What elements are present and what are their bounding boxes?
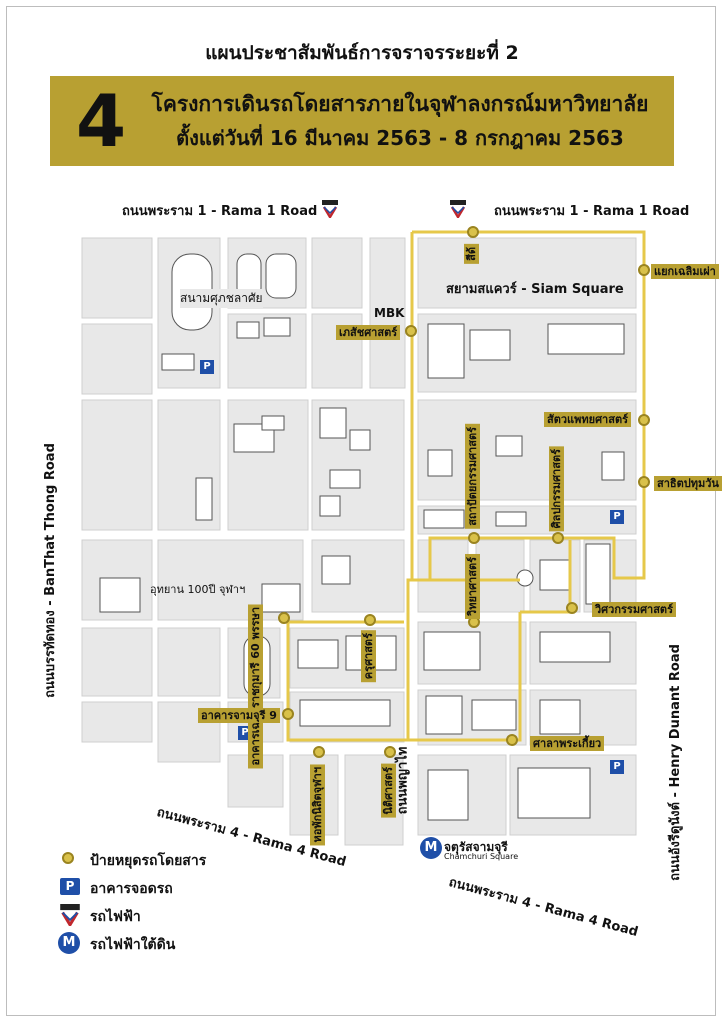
stop-label-pharmacy: เภสัชศาสตร์ bbox=[336, 325, 401, 340]
bus-stop-icon[interactable] bbox=[278, 612, 290, 624]
route-banner: 4 โครงการเดินรถโดยสารภายในจุฬาลงกรณ์มหาว… bbox=[50, 76, 674, 166]
chamchuri-square-label: จตุรัสจามจุรี bbox=[444, 840, 508, 854]
route-title: โครงการเดินรถโดยสารภายในจุฬาลงกรณ์มหาวิท… bbox=[151, 92, 649, 116]
page-title: แผนประชาสัมพันธ์การจราจรระยะที่ 2 bbox=[205, 42, 519, 64]
stop-label-law: นิติศาสตร์ bbox=[381, 764, 396, 818]
stop-label-education: ครุศาสตร์ bbox=[361, 630, 376, 683]
route-dates: ตั้งแต่วันที่ 16 มีนาคม 2563 - 8 กรกฎาคม… bbox=[176, 126, 624, 150]
stop-label-chalermphao: แยกเฉลิมเผ่า bbox=[651, 264, 719, 279]
stop-label-engineering: วิศวกรรมศาสตร์ bbox=[592, 602, 676, 617]
stop-label-vet: สัตวแพทยศาสตร์ bbox=[544, 412, 631, 427]
road-rama1-left: ถนนพระราม 1 - Rama 1 Road bbox=[122, 204, 318, 219]
bus-stop-icon[interactable] bbox=[638, 414, 650, 426]
legend-bts-icon bbox=[60, 904, 80, 926]
stop-label-public-health: สาธิตปทุมวัน bbox=[654, 476, 722, 491]
road-banthat: ถนนบรรทัดทอง - BanThat Thong Road bbox=[42, 443, 58, 698]
park-label: อุทยาน 100ปี จุฬาฯ bbox=[150, 583, 246, 596]
bus-stop-icon[interactable] bbox=[467, 226, 479, 238]
stop-label-architecture: สถาปัตยกรรมศาสตร์ bbox=[465, 424, 480, 529]
stop-label-chaloem: อาคารเฉลิมราชกุมารี 60 พรรษา bbox=[248, 604, 263, 769]
parking-icon: P bbox=[610, 510, 624, 524]
bus-stop-icon[interactable] bbox=[405, 325, 417, 337]
stop-label-chamchuri9: อาคารจามจุรี 9 bbox=[198, 708, 280, 723]
legend-mrt-icon: M bbox=[58, 932, 80, 954]
bts-icon bbox=[322, 200, 338, 218]
siam-square-label: สยามสแควร์ - Siam Square bbox=[446, 282, 624, 297]
mbk-label: MBK bbox=[374, 306, 405, 320]
road-rama1-right: ถนนพระราม 1 - Rama 1 Road bbox=[494, 204, 690, 219]
bus-stop-icon[interactable] bbox=[552, 532, 564, 544]
bus-stop-icon[interactable] bbox=[384, 746, 396, 758]
bus-stop-icon[interactable] bbox=[313, 746, 325, 758]
road-henry: ถนนอังรีดูนังต์ - Henry Dunant Road bbox=[667, 644, 683, 881]
stadium-label: สนามศุภชลาศัย bbox=[180, 289, 263, 308]
bus-stop-icon[interactable] bbox=[468, 532, 480, 544]
legend-parking-icon: P bbox=[60, 878, 80, 895]
legend-parking-label: อาคารจอดรถ bbox=[90, 881, 173, 897]
legend-bts-label: รถไฟฟ้า bbox=[90, 909, 141, 925]
city-blocks bbox=[81, 237, 637, 846]
bus-stop-icon[interactable] bbox=[638, 264, 650, 276]
parking-icon: P bbox=[200, 360, 214, 374]
bus-stop-icon[interactable] bbox=[282, 708, 294, 720]
bus-route bbox=[286, 230, 646, 742]
mrt-icon: M bbox=[420, 837, 442, 859]
bus-stop-icon[interactable] bbox=[566, 602, 578, 614]
stop-label-fine-arts: ศิลปกรรมศาสตร์ bbox=[549, 446, 564, 532]
bus-stop-icon[interactable] bbox=[506, 734, 518, 746]
stop-label-sala: ศาลาพระเกี้ยว bbox=[530, 736, 605, 751]
stop-label-science: วิทยาศาสตร์ bbox=[465, 554, 480, 619]
stop-label-sido: สีด้ bbox=[464, 244, 479, 264]
legend-mrt-label: รถไฟฟ้าใต้ดิน bbox=[90, 937, 176, 953]
parking-icon: P bbox=[610, 760, 624, 774]
page-frame bbox=[6, 6, 716, 1016]
bts-icon bbox=[450, 200, 466, 218]
stop-label-dorm: หอพักนิสิตจุฬาฯ bbox=[310, 764, 325, 846]
bus-stop-icon[interactable] bbox=[638, 476, 650, 488]
legend-stop-label: ป้ายหยุดรถโดยสาร bbox=[90, 853, 207, 869]
legend-stop-icon bbox=[62, 852, 74, 864]
route-number: 4 bbox=[76, 79, 127, 163]
bus-stop-icon[interactable] bbox=[364, 614, 376, 626]
chamchuri-square-en-label: Chamchuri Square bbox=[444, 852, 519, 861]
